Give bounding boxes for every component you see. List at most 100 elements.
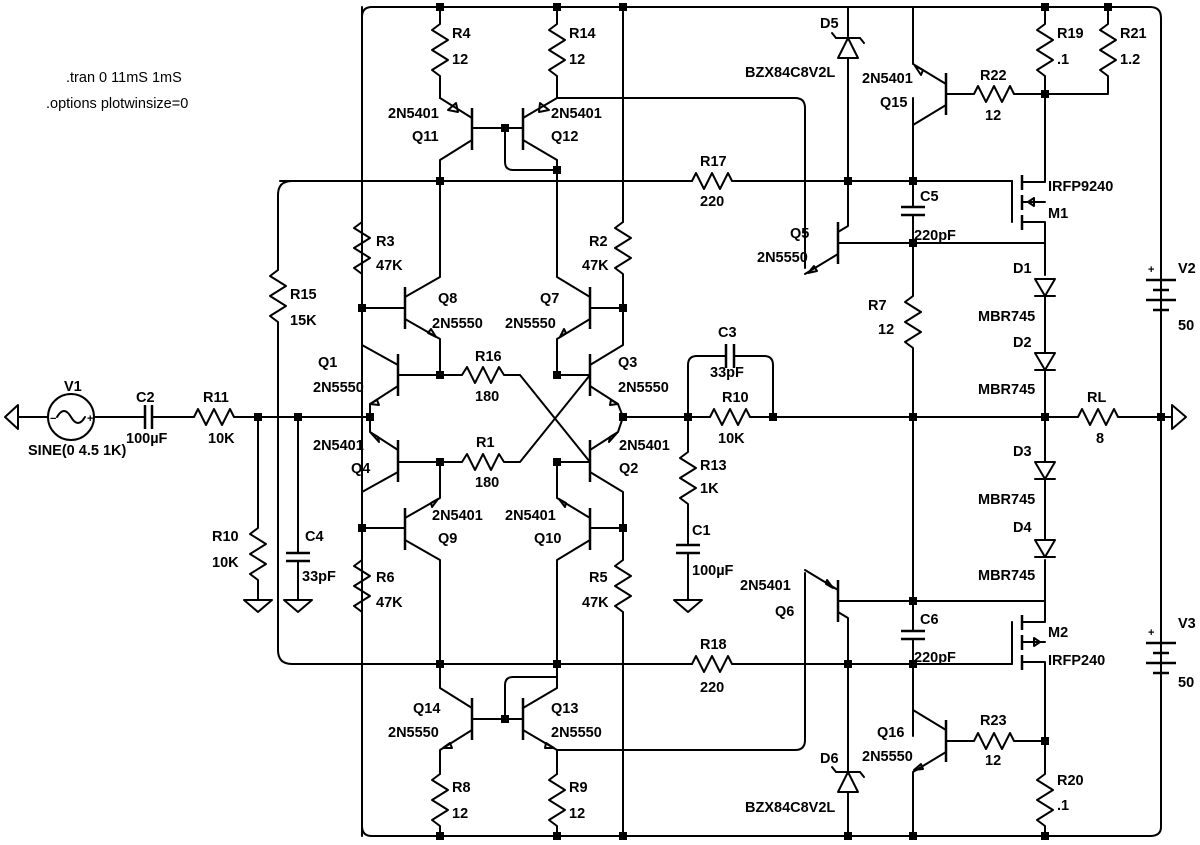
M1-model: IRFP9240 bbox=[1048, 179, 1113, 195]
C6-value: 220pF bbox=[914, 650, 956, 666]
M2-model: IRFP240 bbox=[1048, 653, 1105, 669]
transistor-Q9 bbox=[361, 461, 441, 665]
svg-text:+: + bbox=[1148, 264, 1154, 276]
V2-label: V2 bbox=[1178, 261, 1196, 277]
D1-label: D1 bbox=[1013, 261, 1032, 277]
R7-value: 12 bbox=[878, 322, 894, 338]
resistor-RL bbox=[1044, 408, 1173, 426]
R16-label: R16 bbox=[475, 349, 502, 365]
resistor-R23 bbox=[967, 732, 1046, 750]
resistor-R14 bbox=[548, 6, 566, 99]
Q9-model: 2N5401 bbox=[432, 508, 483, 524]
R11-label: R10 bbox=[212, 529, 239, 545]
R21-label: R21 bbox=[1120, 26, 1147, 42]
Q6-model: 2N5401 bbox=[740, 578, 791, 594]
R12-value: 10K bbox=[208, 431, 235, 447]
Q12-model: 2N5401 bbox=[551, 106, 602, 122]
R12-label: R11 bbox=[203, 390, 229, 406]
C5-label: C5 bbox=[920, 189, 939, 205]
V3-value: 50 bbox=[1178, 675, 1194, 691]
zener-D6 bbox=[831, 663, 865, 837]
R11-value: 10K bbox=[212, 555, 239, 571]
Q16-label: Q16 bbox=[877, 725, 904, 741]
capacitor-C2 bbox=[127, 405, 179, 429]
R14-label: R14 bbox=[569, 26, 596, 42]
Q1-label: Q1 bbox=[318, 355, 337, 371]
R5-label: R5 bbox=[589, 570, 608, 586]
R13-label: R13 bbox=[700, 458, 727, 474]
resistor-R3 bbox=[353, 221, 371, 306]
zener-D5 bbox=[831, 6, 865, 182]
capacitor-C1 bbox=[673, 543, 703, 613]
M1-label: M1 bbox=[1048, 206, 1068, 222]
tran-directive: .tran 0 11mS 1mS bbox=[66, 70, 182, 86]
R14-value: 12 bbox=[569, 52, 585, 68]
RL-label: RL bbox=[1087, 390, 1106, 406]
V2-value: 50 bbox=[1178, 318, 1194, 334]
resistor-R8 bbox=[431, 773, 449, 837]
resistor-R10 bbox=[687, 408, 1046, 426]
wire-Q12-to-Q5 bbox=[556, 97, 806, 269]
diode-D1 bbox=[1034, 278, 1056, 354]
R19-value: .1 bbox=[1057, 52, 1069, 68]
resistor-R5 bbox=[614, 527, 632, 837]
transistor-Q13 bbox=[504, 663, 558, 775]
R4-value: 12 bbox=[452, 52, 468, 68]
D2-model: MBR745 bbox=[978, 382, 1035, 398]
capacitor-C3 bbox=[687, 344, 774, 418]
R7-label: R7 bbox=[868, 298, 887, 314]
transistor-Q3 bbox=[556, 304, 624, 418]
resistor-R22 bbox=[967, 85, 1046, 103]
Q8-model: 2N5550 bbox=[432, 316, 483, 332]
transistor-Q10 bbox=[556, 461, 624, 665]
D5-model: BZX84C8V2L bbox=[745, 65, 835, 81]
Q12-label: Q12 bbox=[551, 129, 578, 145]
D2-label: D2 bbox=[1013, 335, 1032, 351]
C3-label: C3 bbox=[718, 325, 737, 341]
R1-label: R1 bbox=[476, 435, 495, 451]
V1-label: V1 bbox=[64, 379, 82, 395]
C2-label: C2 bbox=[136, 390, 155, 406]
D6-model: BZX84C8V2L bbox=[745, 800, 835, 816]
R6-value: 47K bbox=[376, 595, 403, 611]
Q3-label: Q3 bbox=[618, 355, 637, 371]
resistor-R13 bbox=[679, 416, 697, 546]
svg-text:+: + bbox=[1148, 627, 1154, 639]
D4-model: MBR745 bbox=[978, 568, 1035, 584]
rail-taps-top bbox=[361, 6, 624, 223]
resistor-R19 bbox=[1036, 6, 1054, 95]
Q15-label: Q15 bbox=[880, 95, 907, 111]
C4-label: C4 bbox=[305, 529, 324, 545]
resistor-R9 bbox=[548, 773, 566, 837]
Q13-model: 2N5550 bbox=[551, 725, 602, 741]
R3-label: R3 bbox=[376, 234, 395, 250]
Q10-model: 2N5401 bbox=[505, 508, 556, 524]
input-source-V1: − + bbox=[47, 393, 129, 441]
R15-value: 15K bbox=[290, 313, 317, 329]
R10-value: 10K bbox=[718, 431, 745, 447]
Q5-model: 2N5550 bbox=[757, 250, 808, 266]
R18-label: R18 bbox=[700, 637, 727, 653]
resistor-R1 bbox=[439, 374, 591, 471]
junction-dots bbox=[254, 3, 1165, 840]
M2-label: M2 bbox=[1048, 625, 1068, 641]
D5-label: D5 bbox=[820, 16, 839, 32]
RL-value: 8 bbox=[1096, 431, 1104, 447]
Q14-model: 2N5550 bbox=[388, 725, 439, 741]
R18-value: 220 bbox=[700, 680, 724, 696]
D6-label: D6 bbox=[820, 751, 839, 767]
R1-value: 180 bbox=[475, 475, 499, 491]
R3-value: 47K bbox=[376, 258, 403, 274]
transistor-Q2 bbox=[556, 416, 624, 529]
Q7-label: Q7 bbox=[540, 291, 559, 307]
R15-label: R15 bbox=[290, 287, 317, 303]
options-directive: .options plotwinsize=0 bbox=[46, 96, 188, 112]
resistor-R17 bbox=[691, 172, 1013, 190]
R8-label: R8 bbox=[452, 780, 471, 796]
D3-model: MBR745 bbox=[978, 492, 1035, 508]
Q5-label: Q5 bbox=[790, 226, 809, 242]
D3-label: D3 bbox=[1013, 444, 1032, 460]
resistor-R4 bbox=[431, 6, 449, 99]
output-port bbox=[1171, 404, 1187, 430]
